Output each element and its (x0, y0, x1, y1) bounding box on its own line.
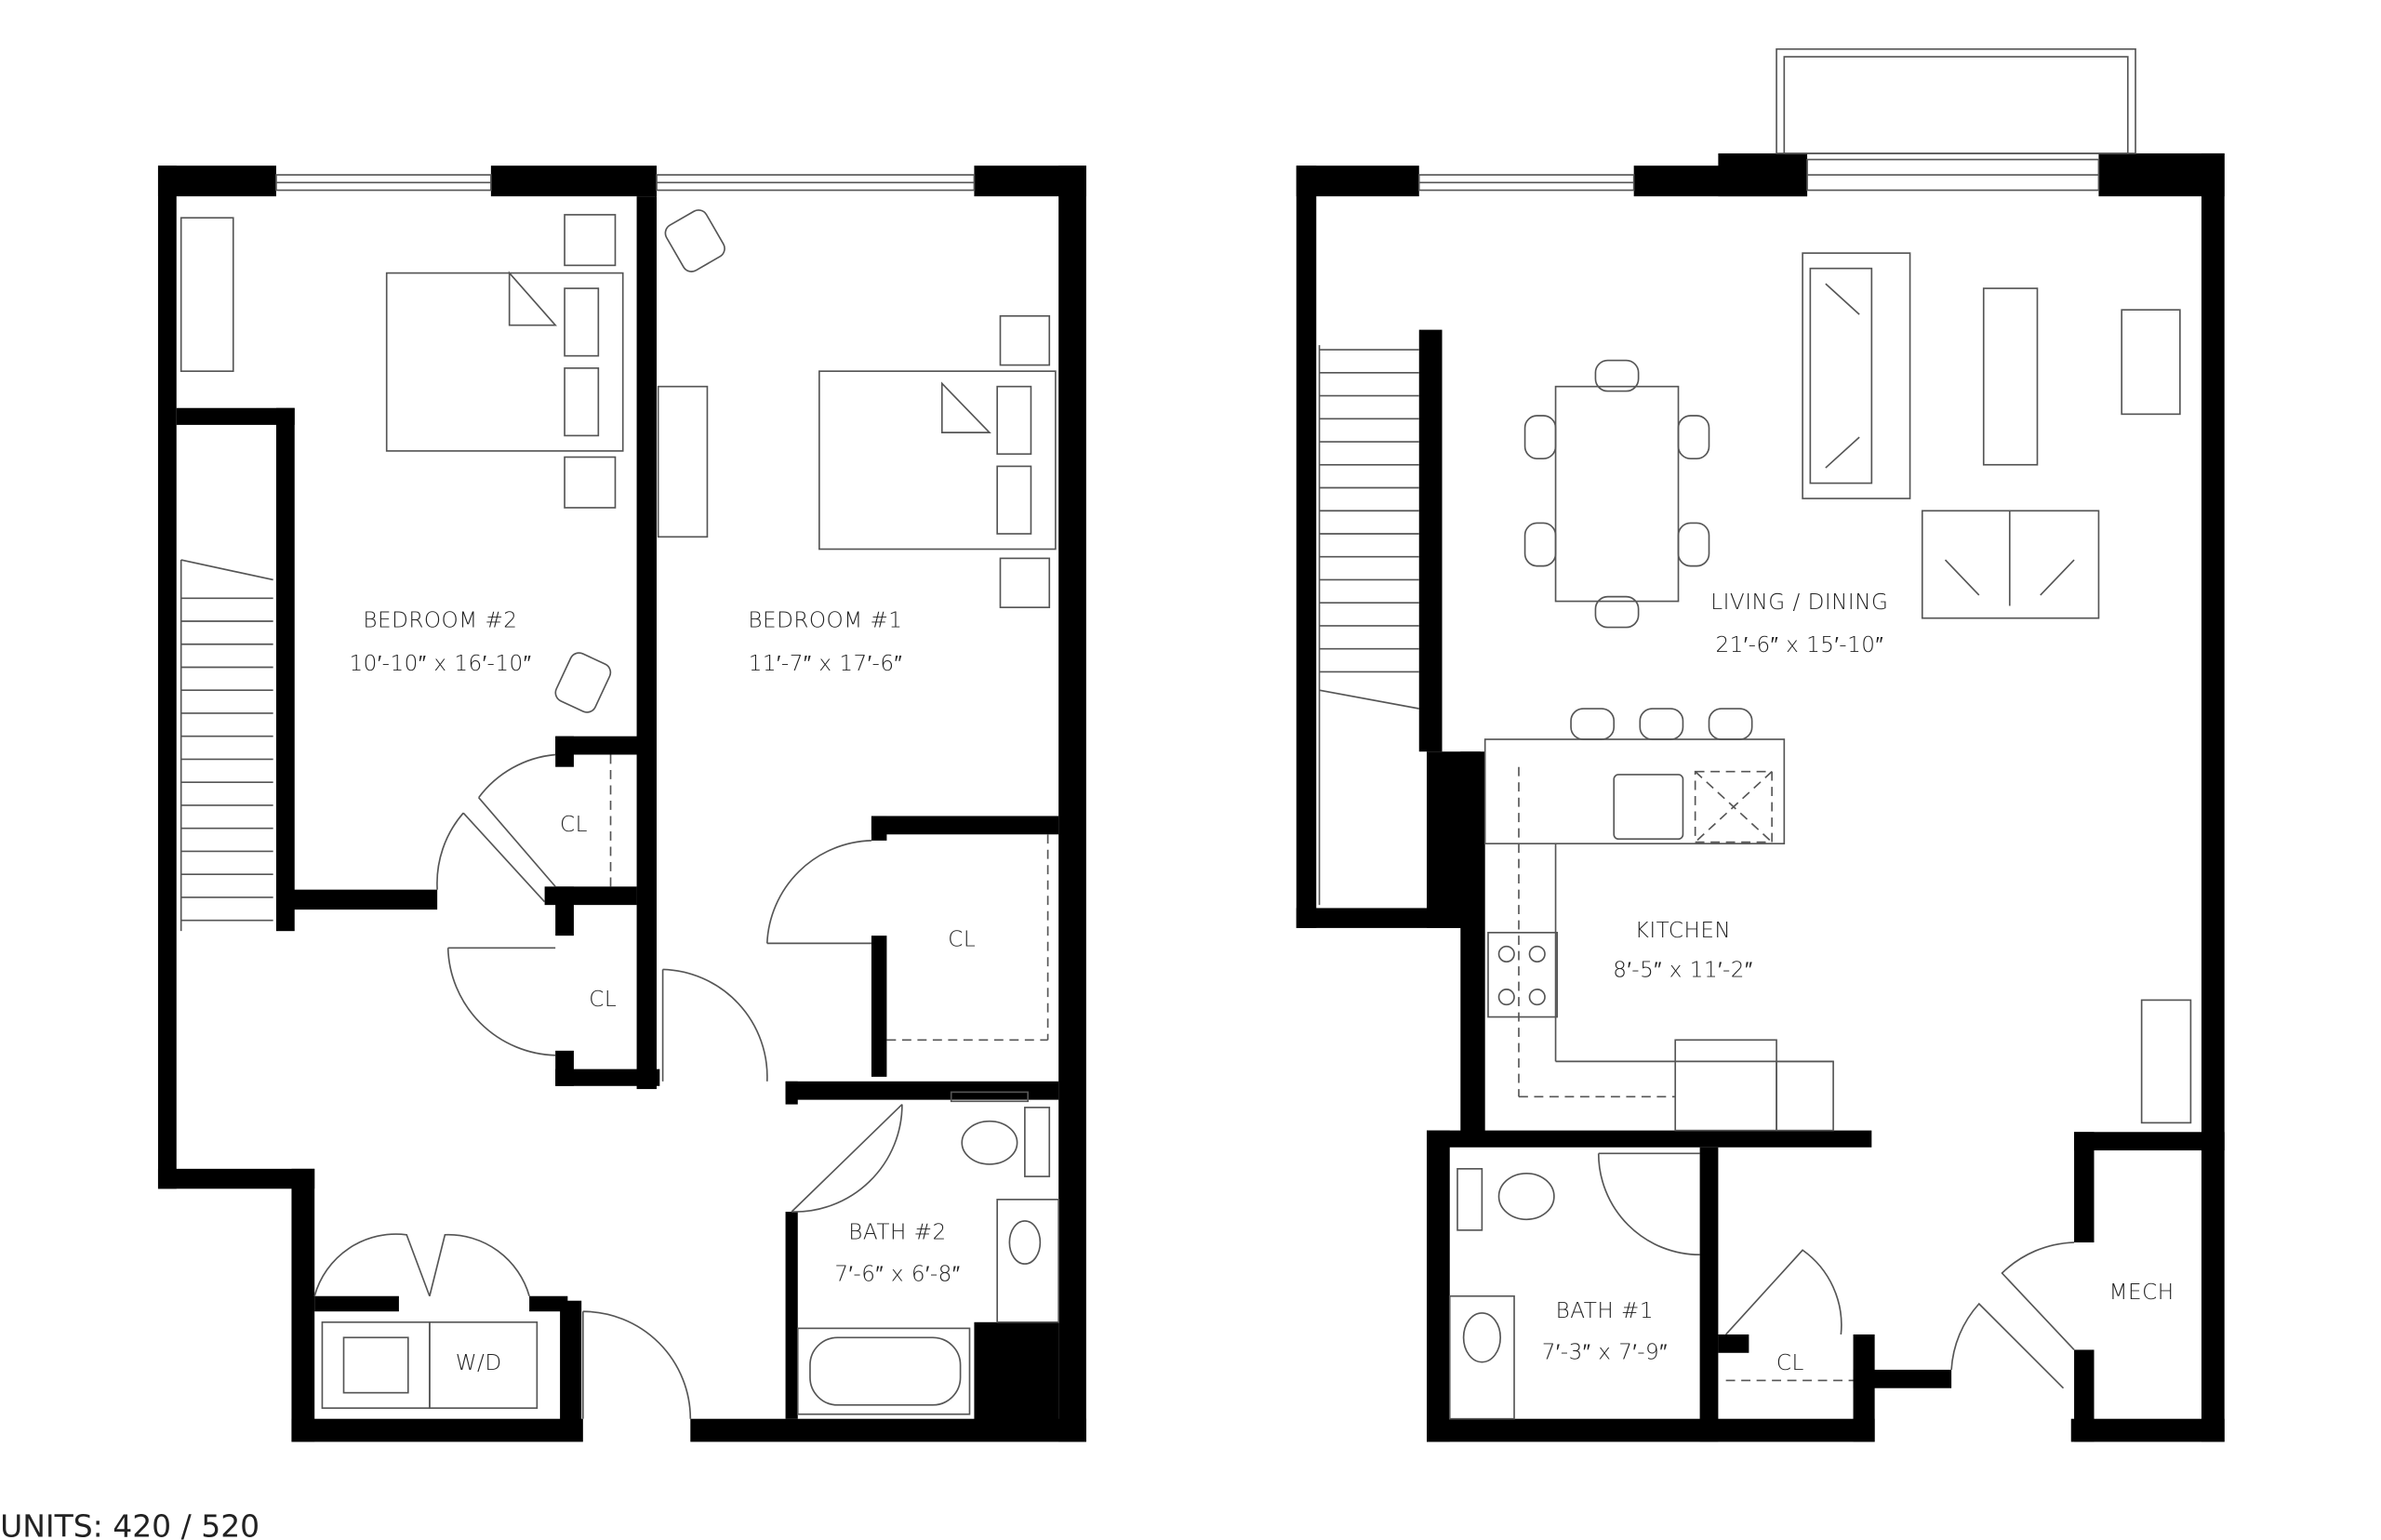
living-dining-size: 21′-6″ x 15′-10″ (1715, 633, 1883, 657)
left-unit-walls (157, 166, 1086, 1442)
kitchen-label: KITCHEN (1635, 919, 1731, 943)
washer-dryer-label: W/D (456, 1351, 502, 1375)
right-unit-furniture (1448, 252, 2192, 1420)
living-dining-label: LIVING / DINING (1710, 591, 1888, 615)
chair (1523, 522, 1557, 567)
bedroom-1-label: BEDROOM #1 (748, 609, 902, 633)
chair (1708, 708, 1753, 740)
bath-2-size: 7′-6″ x 6′-8″ (834, 1262, 960, 1286)
chair (1594, 595, 1640, 629)
bedroom-2-label: BEDROOM #2 (363, 609, 517, 633)
stair-tread (1319, 689, 1419, 710)
kitchen-size: 8′-5″ x 11′-2″ (1613, 959, 1752, 983)
chair (1523, 415, 1557, 459)
chair (1570, 708, 1616, 740)
left-unit-stairs (180, 559, 273, 932)
balcony (1776, 47, 2136, 154)
chair (1594, 359, 1640, 392)
right-unit-doors (1597, 1152, 2075, 1389)
left-unit-labels: BEDROOM #2 10′-10″ x 16′-10″ BEDROOM #1 … (350, 609, 976, 1375)
bath-1-label: BATH #1 (1556, 1299, 1654, 1323)
bath-2-label: BATH #2 (848, 1221, 946, 1245)
bedroom-2-size: 10′-10″ x 16′-10″ (350, 652, 532, 676)
chair (1639, 708, 1684, 740)
closet-label: CL (560, 813, 588, 837)
right-unit-stairs (1318, 345, 1419, 906)
bedroom-1-size: 11′-7″ x 17′-6″ (749, 652, 903, 676)
stair-tread (180, 559, 273, 581)
bath-1-size: 7′-3″ x 7′-9″ (1542, 1340, 1668, 1364)
left-unit-doors (313, 753, 1049, 1419)
right-unit-walls (1296, 153, 2225, 1442)
right-unit-labels: LIVING / DINING 21′-6″ x 15′-10″ KITCHEN… (1542, 591, 2175, 1375)
chair (1677, 415, 1710, 459)
left-unit-furniture (180, 209, 1059, 1415)
left-unit-windows (275, 174, 976, 192)
closet-label: CL (589, 988, 617, 1012)
right-unit-windows (1417, 47, 2136, 192)
chair (1677, 522, 1710, 567)
mech-label: MECH (2109, 1281, 2175, 1305)
closet-label: CL (948, 928, 976, 952)
closet-label: CL (1776, 1351, 1804, 1375)
units-label: UNITS: 420 / 520 (0, 1508, 259, 1540)
